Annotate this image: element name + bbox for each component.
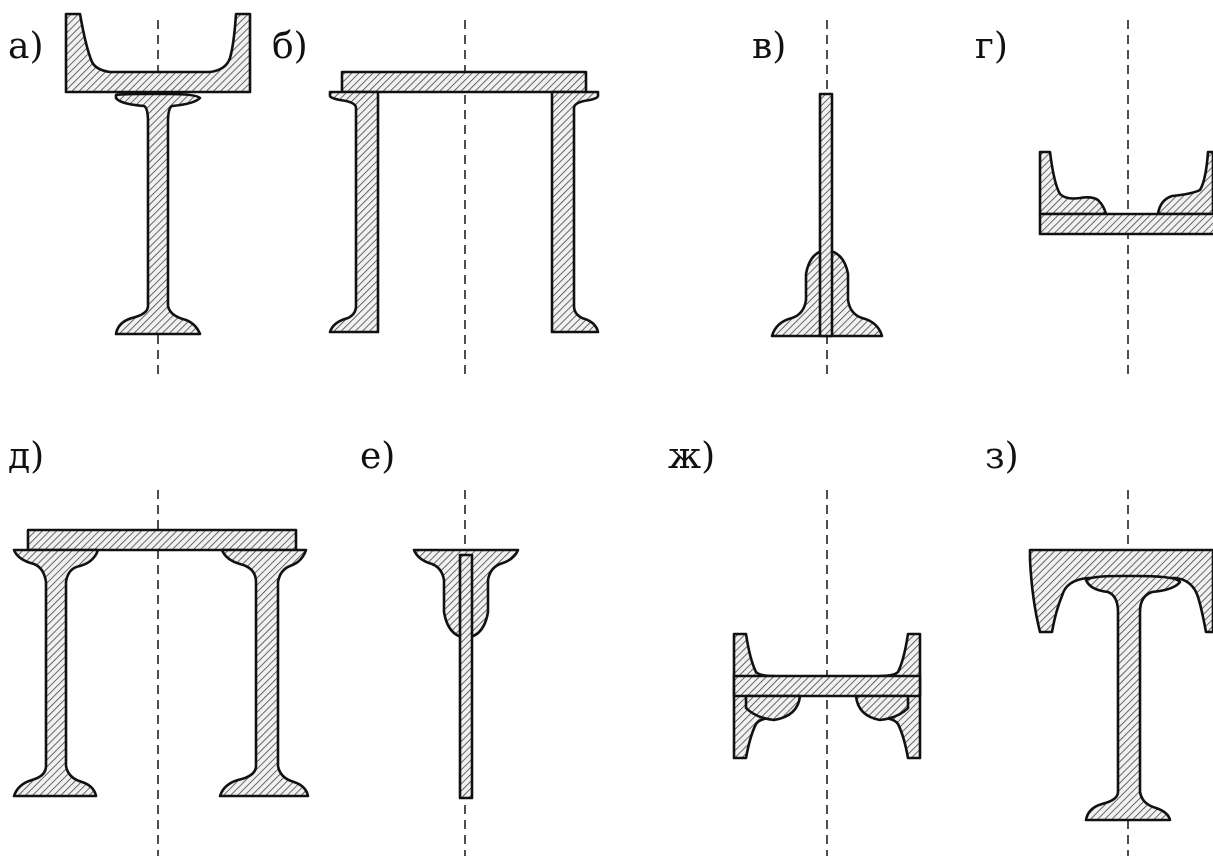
label-d: д) <box>8 436 44 477</box>
channel-left-b <box>328 90 380 334</box>
channel-a <box>64 12 252 94</box>
plate-g <box>1038 212 1213 236</box>
plate-d <box>26 528 298 552</box>
section-zh <box>732 632 922 760</box>
section-b <box>328 70 600 334</box>
plate-zh <box>732 674 922 698</box>
ibeam-left-d <box>12 548 100 798</box>
label-g: г) <box>975 26 1008 67</box>
weld-left-zh <box>744 694 802 722</box>
ibeam-right-d <box>218 548 310 798</box>
channel-z <box>1028 548 1213 634</box>
label-a: а) <box>8 26 44 67</box>
flange-left-g <box>1038 150 1108 216</box>
vertical-plate-e <box>458 553 474 800</box>
flange-right-g <box>1156 150 1213 216</box>
section-v <box>770 92 884 338</box>
ibeam-a <box>114 92 202 336</box>
label-zh: ж) <box>668 436 715 477</box>
section-e <box>412 548 520 800</box>
plate-b <box>340 70 588 94</box>
label-b: б) <box>272 26 308 67</box>
label-z: з) <box>985 436 1019 477</box>
section-z <box>1028 548 1213 822</box>
label-e: е) <box>360 436 395 477</box>
label-v: в) <box>752 26 786 67</box>
vertical-plate-v <box>818 92 834 338</box>
weld-right-zh <box>854 694 910 722</box>
section-a <box>64 12 252 336</box>
section-g <box>1038 150 1213 236</box>
channel-right-b <box>550 90 600 334</box>
section-d <box>12 528 310 798</box>
ibeam-z <box>1084 574 1182 822</box>
